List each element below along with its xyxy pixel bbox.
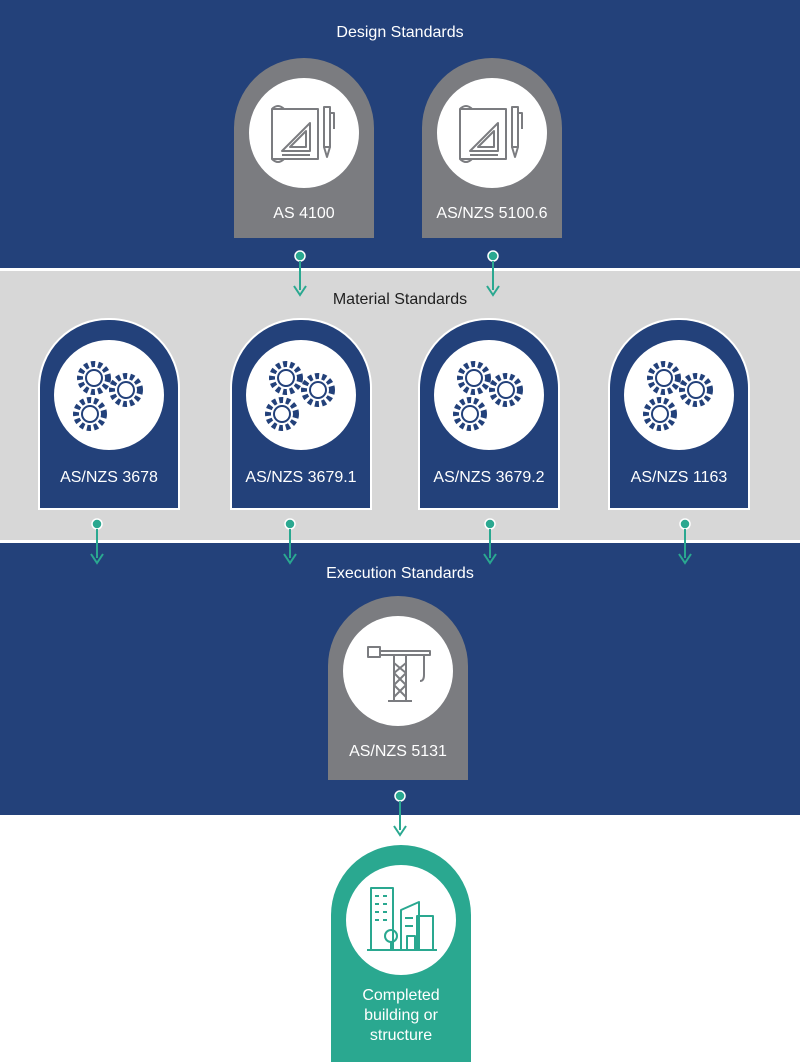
card-label: AS/NZS 3679.2 (433, 469, 545, 486)
card-label: AS/NZS 5131 (349, 743, 447, 760)
card-as-nzs-5100-6: AS/NZS 5100.6 (422, 58, 562, 238)
card-as-nzs-3679-2: AS/NZS 3679.2 (418, 318, 560, 510)
card-label: AS/NZS 3679.1 (245, 469, 357, 486)
blueprint-icon (249, 78, 359, 188)
crane-icon (343, 616, 453, 726)
design-standards-band (0, 0, 800, 268)
arrow-down-icon (282, 518, 298, 566)
result-label-line-3: structure (369, 1027, 433, 1044)
gears-icon (54, 340, 164, 450)
blueprint-icon (437, 78, 547, 188)
card-label: AS 4100 (273, 205, 335, 222)
card-as-nzs-1163: AS/NZS 1163 (608, 318, 750, 510)
arrow-down-icon (392, 790, 408, 838)
gears-icon (246, 340, 356, 450)
result-label-line-2: building or (364, 1007, 438, 1024)
arrow-down-icon (485, 250, 501, 298)
material-standards-title: Material Standards (332, 291, 468, 308)
execution-standards-title: Execution Standards (326, 565, 474, 582)
arrow-down-icon (292, 250, 308, 298)
gears-icon (434, 340, 544, 450)
buildings-icon (346, 865, 456, 975)
card-as-nzs-3678: AS/NZS 3678 (38, 318, 180, 510)
card-label: AS/NZS 5100.6 (436, 205, 548, 222)
arrow-down-icon (482, 518, 498, 566)
arrow-down-icon (677, 518, 693, 566)
card-as-nzs-3679-1: AS/NZS 3679.1 (230, 318, 372, 510)
card-completed-building: Completed building or structure (331, 845, 471, 1062)
card-label: AS/NZS 3678 (60, 469, 158, 486)
arrow-down-icon (89, 518, 105, 566)
design-standards-title: Design Standards (336, 24, 464, 41)
card-as-nzs-5131: AS/NZS 5131 (328, 596, 468, 780)
card-label: AS/NZS 1163 (630, 469, 728, 486)
gears-icon (624, 340, 734, 450)
card-as-4100: AS 4100 (234, 58, 374, 238)
result-label-line-1: Completed (362, 987, 440, 1004)
